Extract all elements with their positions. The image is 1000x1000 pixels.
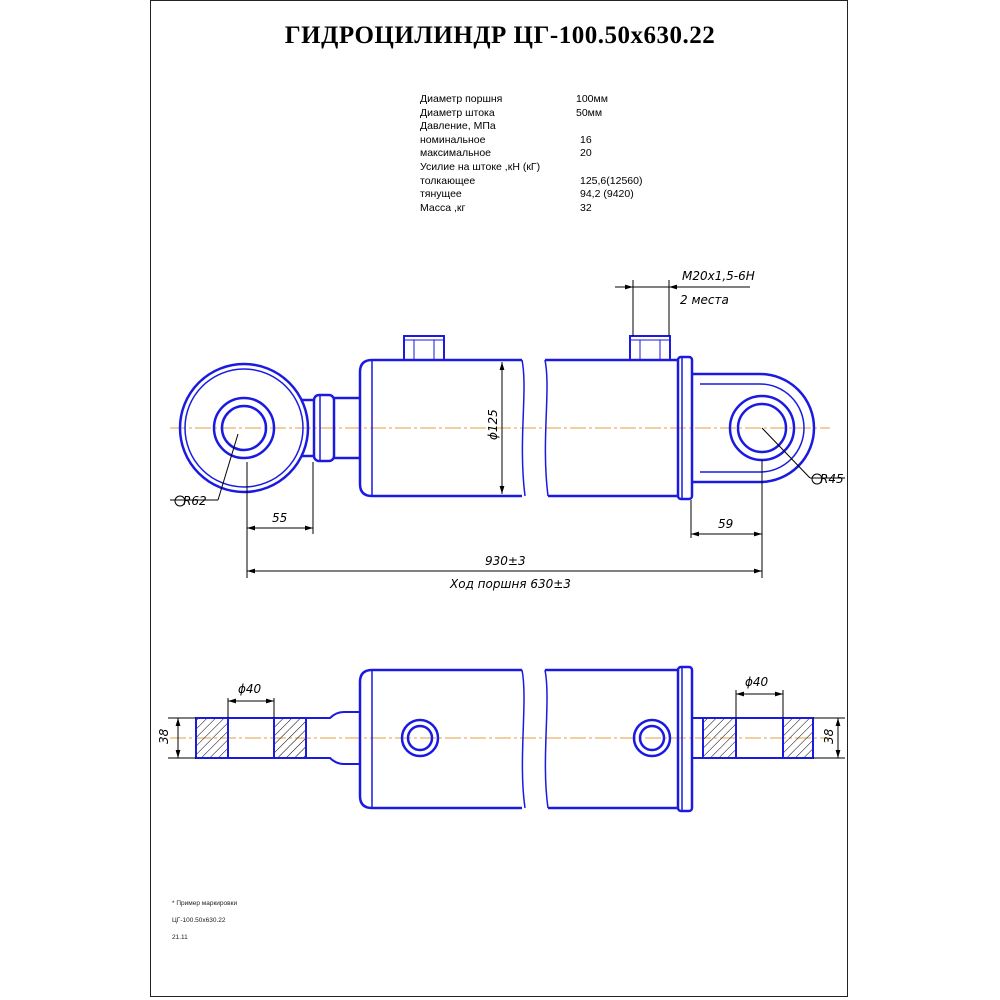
note-line-2: ЦГ-100.50х630.22 (172, 917, 226, 924)
cylinder-body-bottom (358, 665, 694, 813)
left-eye (178, 362, 310, 494)
radius-right-symbol (811, 473, 823, 485)
note-line-1: * Пример маркировки (172, 900, 238, 907)
marking-notes: * Пример маркировки ЦГ-100.50х630.22 21.… (172, 895, 237, 946)
spec-value: 50мм (576, 106, 603, 119)
length-label: 930±3 (485, 554, 526, 568)
spec-label: номинальное (420, 133, 486, 146)
dimensions-top (170, 280, 845, 578)
spec-label: Диаметр штока (420, 106, 495, 119)
spec-label: Диаметр поршня (420, 93, 503, 105)
spec-label: тянущее (420, 188, 462, 201)
radius-left-label: R62 (183, 494, 207, 508)
width-left-label: 38 (157, 728, 171, 744)
top-view: M20x1,5-6H 2 места ϕ125 R62 R45 55 59 93… (170, 269, 845, 591)
spec-value: 32 (580, 201, 592, 214)
port-left (403, 335, 445, 361)
spec-label: Давление, МПа (420, 120, 496, 133)
offset-left-label: 55 (272, 511, 287, 525)
left-neck (302, 393, 360, 463)
places-label: 2 места (680, 293, 729, 307)
radius-right-label: R45 (820, 472, 844, 486)
thread-label: M20x1,5-6H (682, 269, 755, 283)
radius-left-symbol (174, 495, 186, 507)
spec-value: 20 (580, 147, 592, 160)
dimensions-bottom (168, 690, 845, 759)
bottom-view: ϕ40 ϕ40 38 38 (157, 665, 845, 813)
spec-value: 100мм (576, 93, 608, 105)
spec-label: максимальное (420, 147, 492, 160)
spec-label: Усилие на штоке ,кН (кГ) (420, 160, 541, 173)
width-right-label: 38 (822, 728, 836, 744)
spec-value: 16 (580, 133, 592, 146)
offset-right-label: 59 (718, 517, 733, 531)
pin-right-label: ϕ40 (745, 675, 769, 689)
drawing-frame (150, 0, 848, 997)
spec-value: 94,2 (9420) (580, 188, 634, 201)
note-line-3: 21.11 (172, 934, 188, 941)
left-eye-section (195, 711, 361, 765)
right-fork-section (691, 717, 814, 759)
stroke-label: Ход поршня 630±3 (449, 577, 571, 591)
pin-left-label: ϕ40 (238, 682, 262, 696)
spec-value: 125,6(12560) (580, 174, 643, 187)
spec-label: толкающее (420, 174, 476, 187)
spec-label: Масса ,кг (420, 201, 466, 214)
bore-label: ϕ125 (486, 409, 500, 440)
port-right (629, 335, 671, 361)
drawing-title: ГИДРОЦИЛИНДР ЦГ-100.50x630.22 (284, 22, 716, 49)
